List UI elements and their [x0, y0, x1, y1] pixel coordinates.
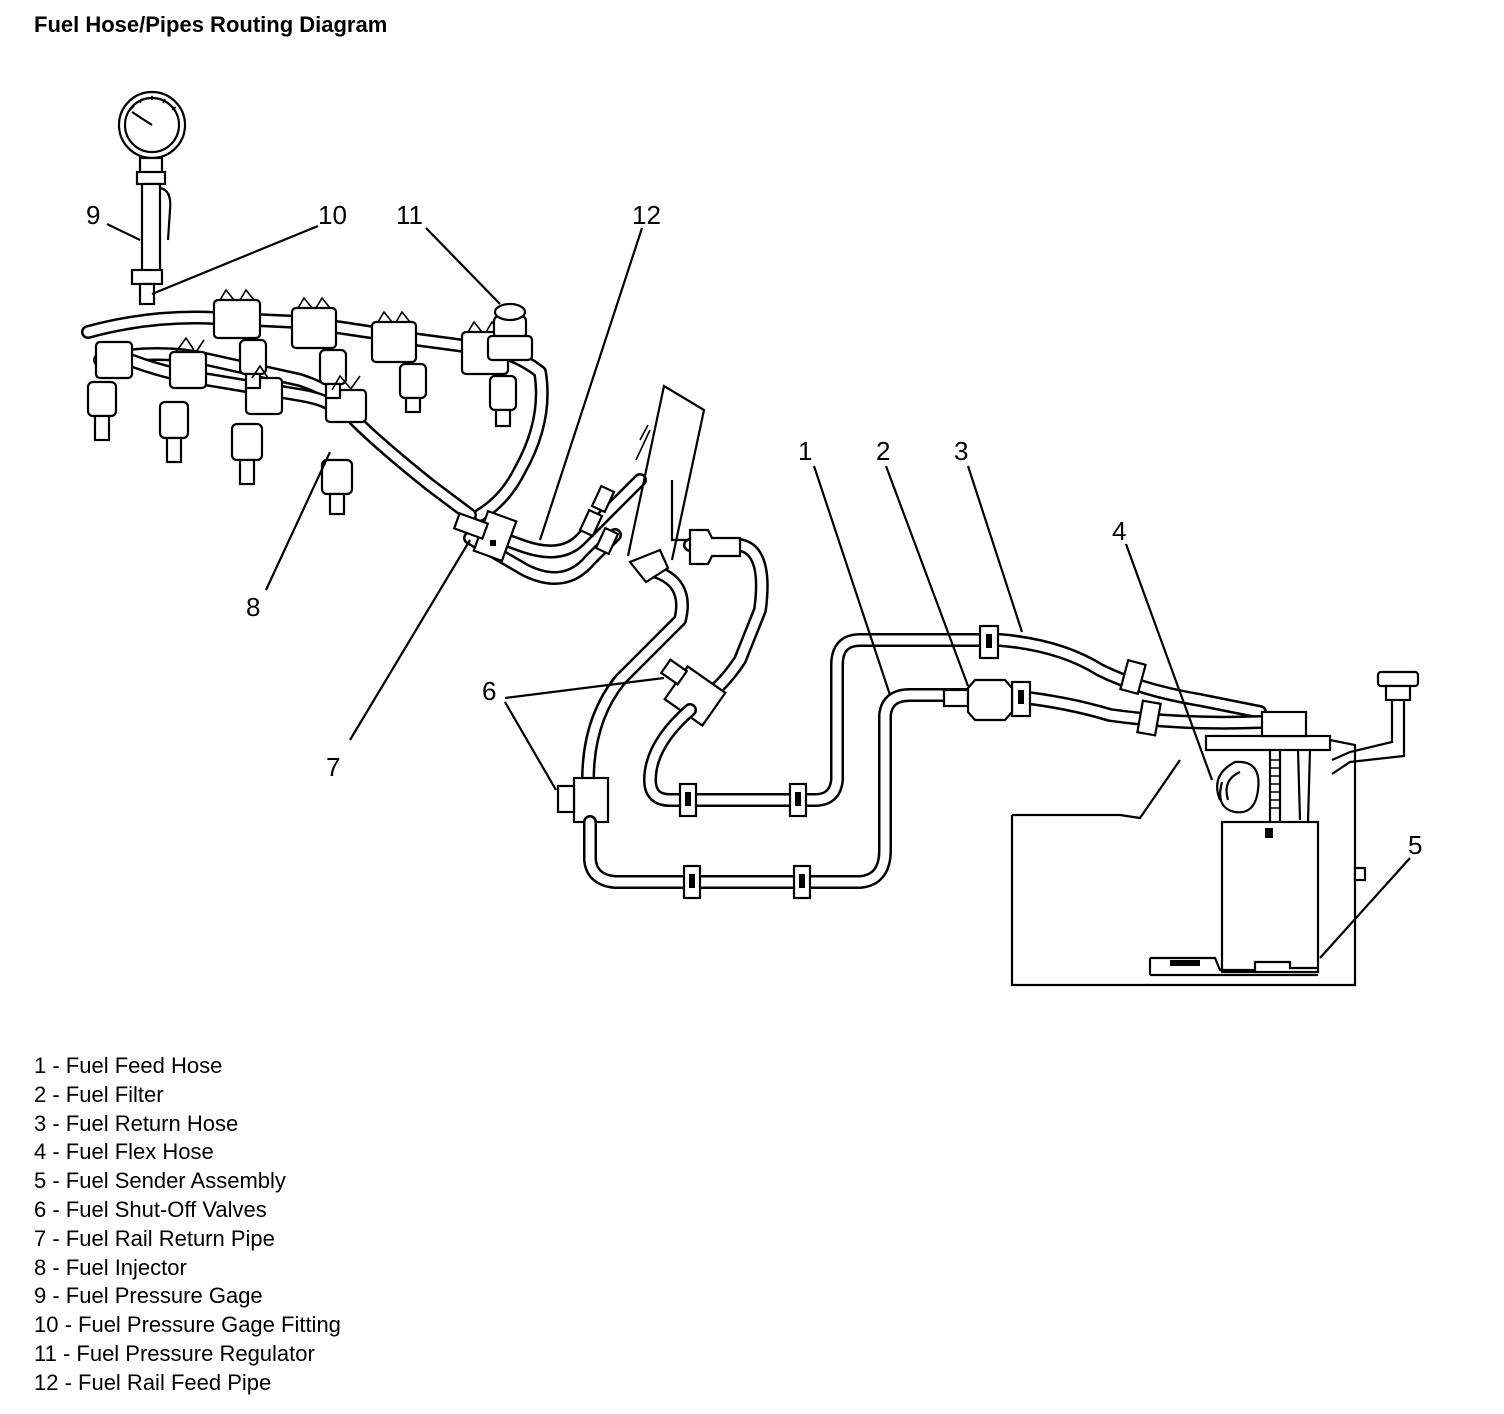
- callout-1: 1: [798, 436, 812, 466]
- legend-item: 12 - Fuel Rail Feed Pipe: [34, 1369, 272, 1395]
- legend-item: 5 - Fuel Sender Assembly: [34, 1168, 286, 1194]
- rail-feed-and-return-pipes: [452, 473, 647, 585]
- legend-list: 1 - Fuel Feed Hose 2 - Fuel Filter 3 - F…: [34, 1052, 341, 1398]
- callout-7: 7: [326, 752, 340, 782]
- fuel-tank: [1010, 670, 1420, 987]
- callout-11: 11: [396, 200, 423, 230]
- legend-item: 8 - Fuel Injector: [34, 1254, 187, 1280]
- legend-item: 11 - Fuel Pressure Regulator: [34, 1340, 315, 1366]
- legend-item: 2 - Fuel Filter: [34, 1081, 164, 1107]
- fuel-injectors: [86, 288, 518, 516]
- legend-item: 3 - Fuel Return Hose: [34, 1110, 239, 1136]
- callout-6: 6: [482, 676, 496, 706]
- leader-lines: [106, 223, 1411, 959]
- callout-8: 8: [246, 592, 260, 622]
- chassis-bracket: [626, 384, 706, 561]
- legend-item: 7 - Fuel Rail Return Pipe: [34, 1225, 275, 1251]
- flex-hoses: [581, 528, 769, 787]
- legend-item: 4 - Fuel Flex Hose: [34, 1139, 214, 1165]
- fuel-shut-off-valves: [556, 658, 727, 824]
- callout-9: 9: [86, 200, 100, 230]
- fuel-pressure-gage: [117, 90, 187, 306]
- callout-3: 3: [954, 436, 968, 466]
- fuel-pressure-regulator: [486, 302, 534, 362]
- callout-5: 5: [1408, 830, 1422, 860]
- legend-item: 6 - Fuel Shut-Off Valves: [34, 1196, 267, 1222]
- underbody-lines: [583, 624, 1267, 900]
- legend-item: 1 - Fuel Feed Hose: [34, 1053, 223, 1078]
- callout-numbers: 9 10 11 12 8 7 6 1 2 3 4 5: [86, 200, 1422, 860]
- fuel-routing-diagram: 9 10 11 12 8 7 6 1 2 3 4 5: [81, 90, 1422, 987]
- callout-10: 10: [318, 200, 347, 230]
- legend-item: 10 - Fuel Pressure Gage Fitting: [34, 1312, 341, 1338]
- callout-12: 12: [632, 200, 661, 230]
- legend-item: 9 - Fuel Pressure Gage: [34, 1283, 263, 1309]
- fuel-filter: [942, 678, 1014, 722]
- callout-4: 4: [1112, 516, 1126, 546]
- diagram-title: Fuel Hose/Pipes Routing Diagram: [34, 12, 388, 37]
- callout-2: 2: [876, 436, 890, 466]
